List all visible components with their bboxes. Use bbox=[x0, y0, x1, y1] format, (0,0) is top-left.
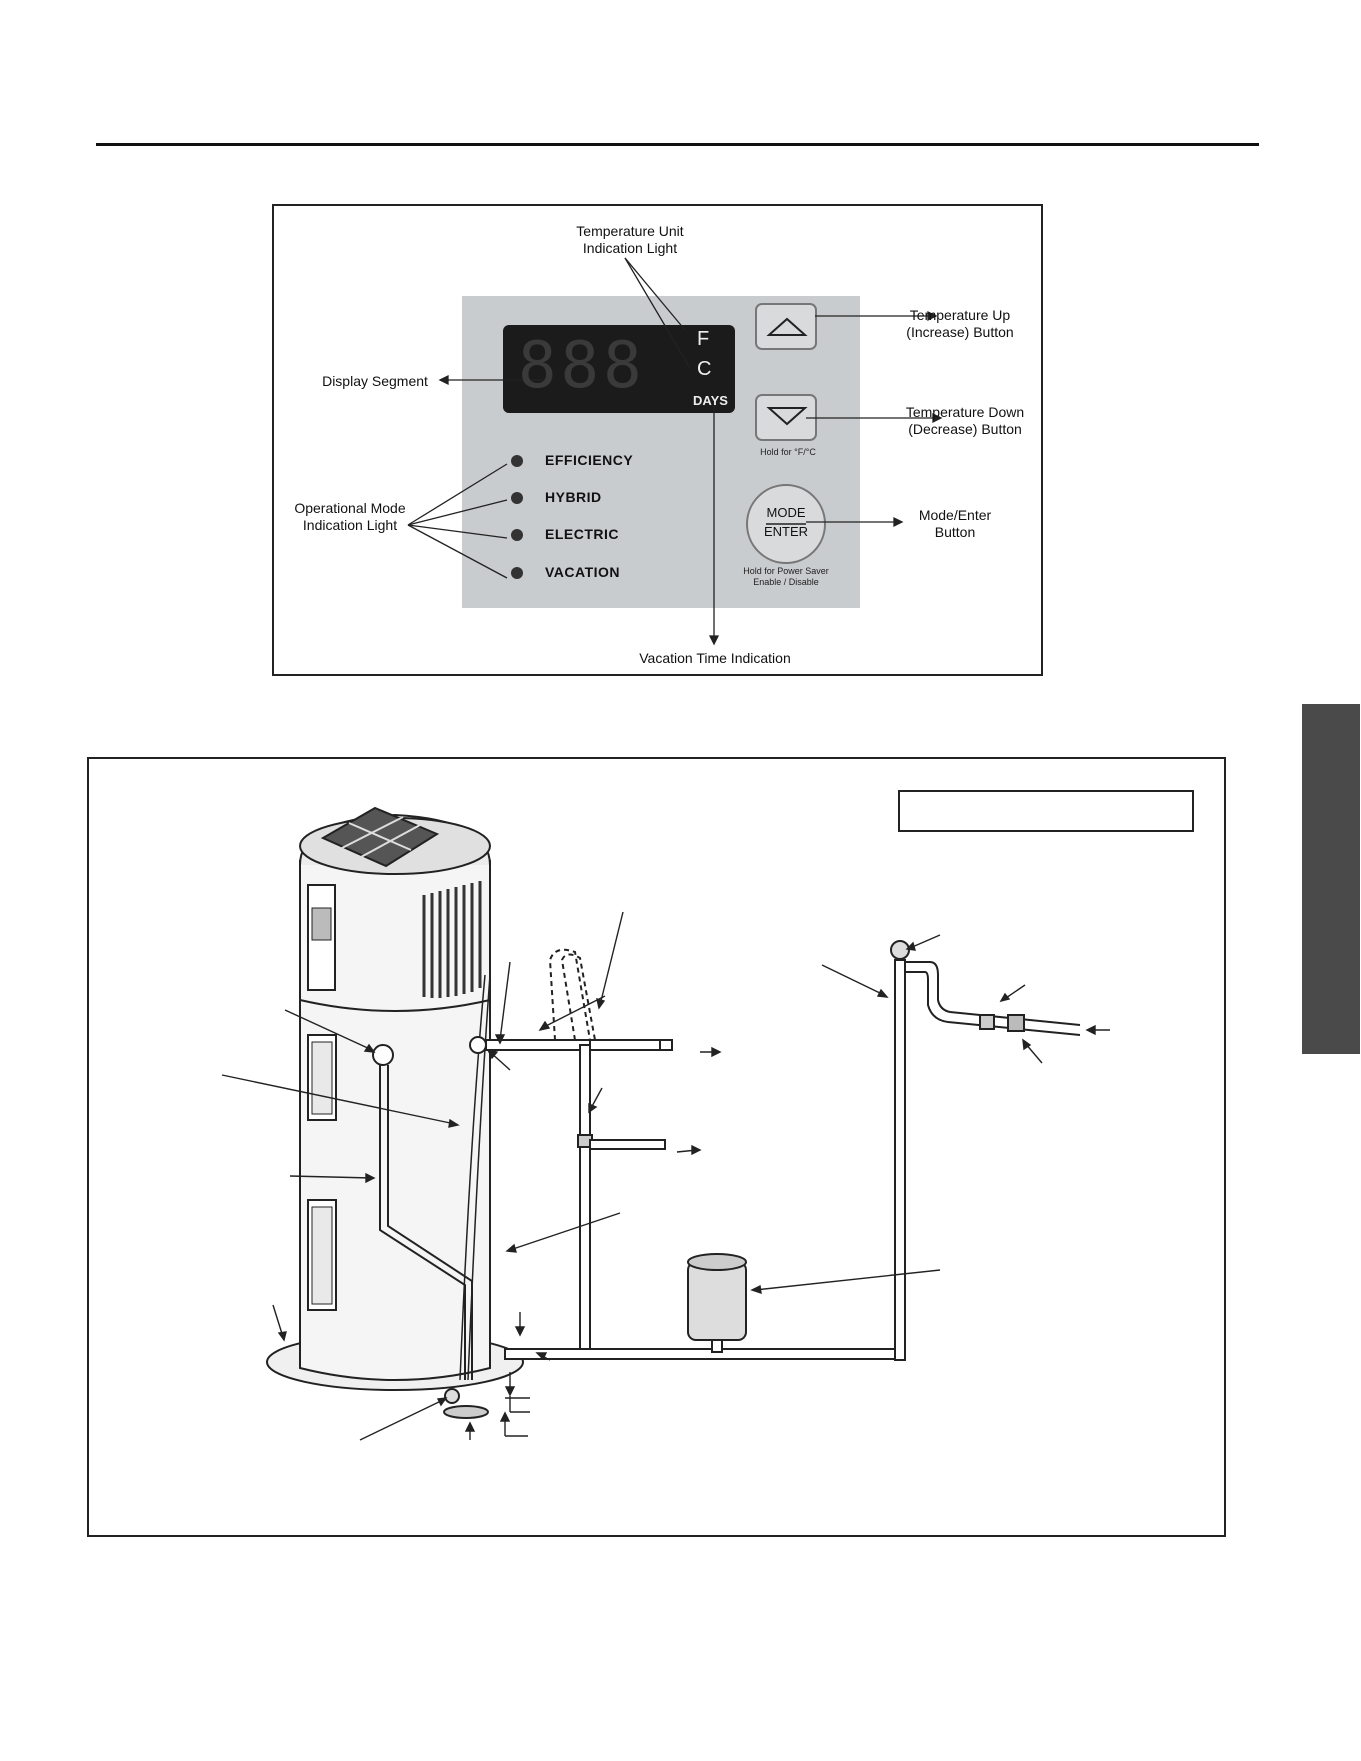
mode-electric-label: ELECTRIC bbox=[545, 526, 619, 542]
indicator-light-icon bbox=[511, 455, 523, 467]
unit-f-light: F bbox=[697, 328, 710, 350]
indicator-light-icon bbox=[511, 529, 523, 541]
installation-diagram bbox=[266, 806, 1081, 1419]
section-tab bbox=[1302, 704, 1360, 1054]
display-segment-label: Display Segment bbox=[322, 373, 428, 389]
arrow-up-icon bbox=[766, 317, 808, 336]
temperature-up-button[interactable] bbox=[755, 303, 817, 350]
temp-up-label: Temperature Up (Increase) Button bbox=[906, 307, 1014, 340]
temp-unit-indication-label: Temperature Unit Indication Light bbox=[576, 223, 684, 256]
mode-enter-label: Mode/Enter Button bbox=[918, 507, 992, 540]
mode-button-line2: ENTER bbox=[763, 524, 809, 539]
display-digits: 888 bbox=[518, 329, 646, 403]
indicator-light-icon bbox=[511, 492, 523, 504]
installation-title-box bbox=[898, 790, 1194, 832]
temp-down-label: Temperature Down (Decrease) Button bbox=[905, 404, 1025, 437]
unit-c-light: C bbox=[697, 358, 712, 380]
mode-button-line1: MODE bbox=[766, 505, 806, 520]
header-rule bbox=[96, 143, 1259, 146]
mode-vacation-label: VACATION bbox=[545, 564, 621, 580]
mode-hybrid-label: HYBRID bbox=[545, 489, 602, 505]
installation-figure bbox=[87, 757, 1226, 1537]
vacation-time-label: Vacation Time Indication bbox=[639, 650, 791, 666]
power-saver-note: Hold for Power Saver Enable / Disable bbox=[743, 566, 829, 587]
days-label: DAYS bbox=[693, 393, 728, 408]
arrow-down-icon bbox=[766, 407, 808, 426]
mode-efficiency-label: EFFICIENCY bbox=[545, 452, 634, 468]
indicator-light-icon bbox=[511, 567, 523, 579]
control-panel-figure bbox=[272, 204, 1043, 676]
operational-mode-label: Operational Mode Indication Light bbox=[294, 500, 406, 533]
hold-unit-note: Hold for °F/°C bbox=[760, 447, 816, 457]
